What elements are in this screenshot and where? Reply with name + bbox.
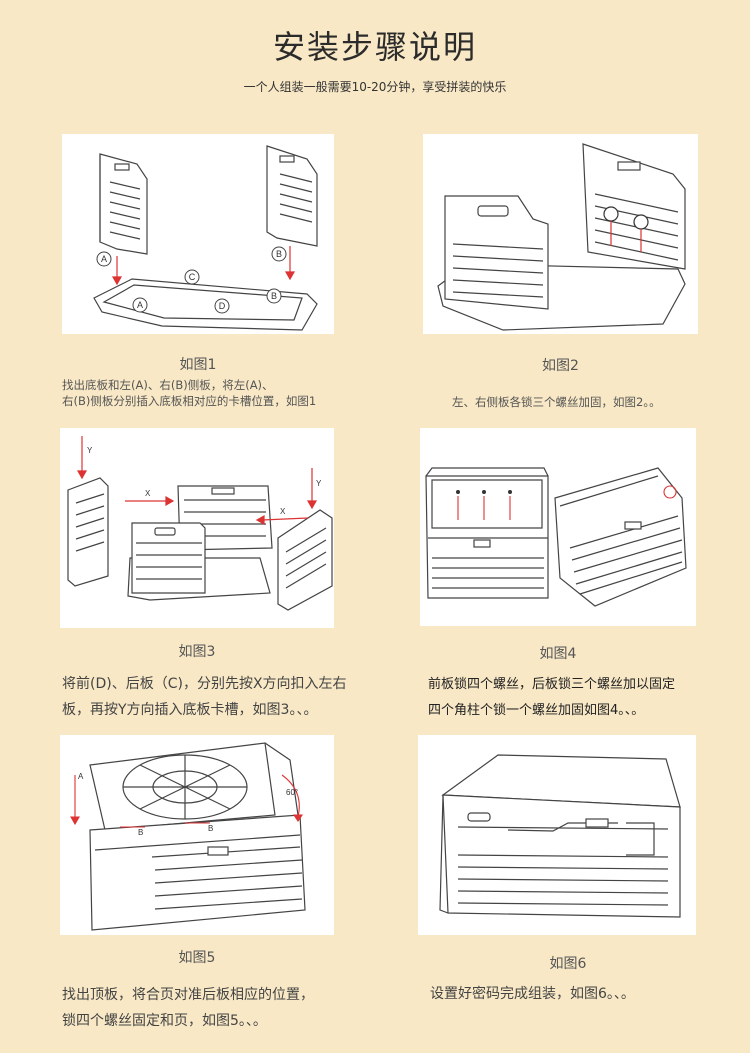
figure-6-description: 设置好密码完成组装，如图6。、。 <box>430 981 730 1007</box>
figure-2-description: 左、右侧板各锁三个螺丝加固，如图2。。 <box>452 394 712 410</box>
figure-6-illustration <box>439 754 681 918</box>
figure-5-panel: A B B 60° <box>60 735 334 935</box>
figure-3-description: 将前(D)、后板（C)，分别先按X方向扣入左右 板，再按Y方向插入底板卡槽，如图… <box>62 671 362 723</box>
figure-2-illustration <box>437 143 686 331</box>
description-line: 设置好密码完成组装，如图6。、。 <box>430 986 635 1002</box>
base-plate <box>93 278 318 331</box>
description-line: 将前(D)、后板（C)，分别先按X方向扣入左右 <box>62 676 347 692</box>
description-line: 四个角柱个锁一个螺丝加固如图4。、。 <box>428 703 645 718</box>
label-y-left: Y <box>87 446 93 455</box>
page-title: 安装步骤说明 <box>272 28 477 66</box>
label-b-panel: B <box>276 249 282 259</box>
description-line: 找出底板和左(A)、右(B)侧板，将左(A)、 <box>62 378 274 392</box>
figure-6-caption: 如图6 <box>549 956 587 972</box>
label-b-hinge-left: B <box>138 828 143 837</box>
figure-5-caption: 如图5 <box>178 950 216 966</box>
description-line: 板，再按Y方向插入底板卡槽，如图3。、。 <box>62 702 318 718</box>
label-a-top: A <box>78 772 84 781</box>
figure-3-panel: Y X X Y <box>60 428 334 628</box>
figure-5-description: 找出顶板，将合页对准后板相应的位置， 锁四个螺丝固定和页，如图5。、。 <box>62 982 362 1034</box>
label-x-left: X <box>145 489 151 498</box>
figure-2-panel <box>423 134 698 334</box>
figure-4-panel <box>420 428 696 626</box>
figure-2-caption: 如图2 <box>542 358 579 374</box>
label-y-right: Y <box>316 479 322 488</box>
figure-4-caption: 如图4 <box>539 646 577 662</box>
figure-5-illustration: A B B 60° <box>70 742 306 931</box>
page-subtitle: 一个人组装一般需要10-20分钟，享受拼装的快乐 <box>243 80 507 94</box>
label-c-slot: C <box>189 272 196 282</box>
figure-1-panel: A B C A D B <box>62 134 334 334</box>
figure-6-panel <box>418 735 696 935</box>
figure-3-illustration: Y X X Y <box>67 436 333 611</box>
figure-1-description: 找出底板和左(A)、右(B)侧板，将左(A)、 右(B)侧板分别插入底板相对应的… <box>62 377 362 409</box>
right-side-panel-b <box>266 145 318 247</box>
description-line: 锁四个螺丝固定和页，如图5。、。 <box>62 1013 267 1029</box>
description-line: 前板锁四个螺丝，后板锁三个螺丝加以固定 <box>428 677 676 692</box>
description-line: 右(B)侧板分别插入底板相对应的卡槽位置，如图1 <box>62 394 317 408</box>
figure-4-illustration <box>425 467 687 607</box>
figure-3-caption: 如图3 <box>178 644 216 660</box>
figure-4-description: 前板锁四个螺丝，后板锁三个螺丝加以固定 四个角柱个锁一个螺丝加固如图4。、。 <box>428 672 728 724</box>
left-side-panel-a <box>99 153 148 255</box>
label-b-slot: B <box>271 291 277 301</box>
figure-1-illustration: A B C A D B <box>93 145 318 331</box>
figure-1-caption: 如图1 <box>179 357 217 373</box>
label-x-right: X <box>280 507 286 516</box>
label-a-slot: A <box>137 300 143 310</box>
label-d-slot: D <box>219 301 226 311</box>
description-line: 找出顶板，将合页对准后板相应的位置， <box>62 987 314 1003</box>
description-line: 左、右侧板各锁三个螺丝加固，如图2。。 <box>452 395 661 409</box>
label-a-panel: A <box>101 254 107 264</box>
label-b-hinge-right: B <box>208 824 213 833</box>
label-angle: 60° <box>286 788 298 797</box>
